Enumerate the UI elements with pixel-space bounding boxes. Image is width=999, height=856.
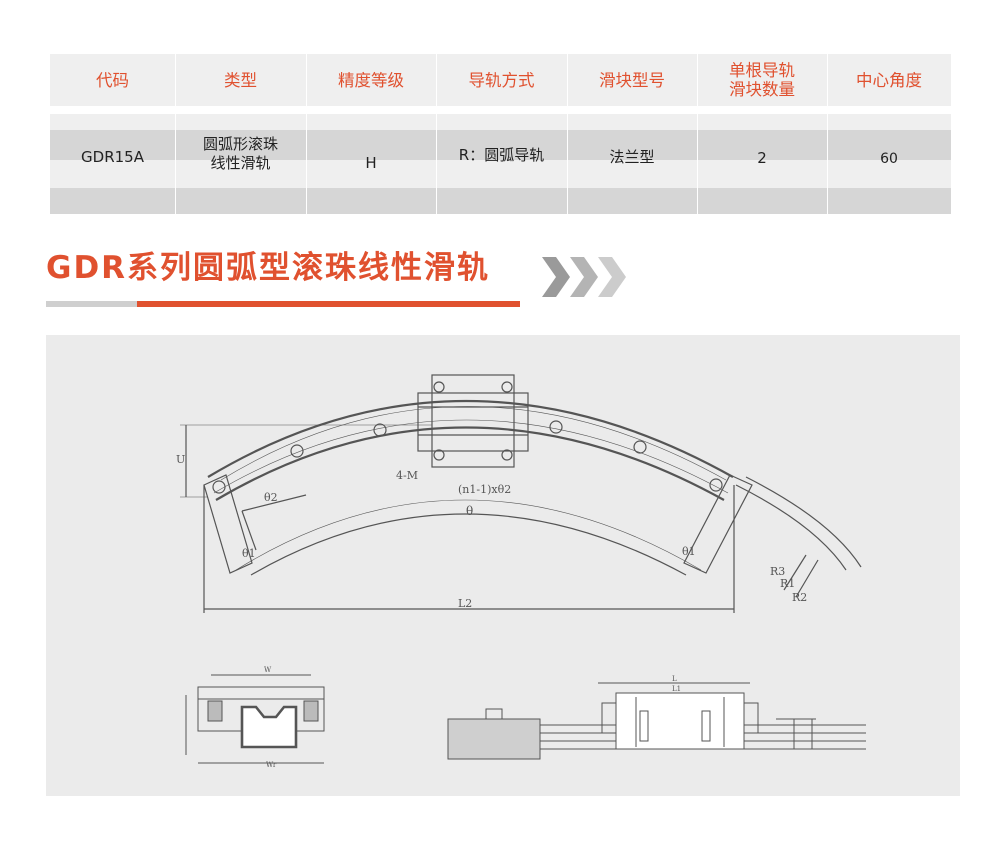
cell-type-line2: 线性滑轨 — [210, 154, 271, 172]
label-l1: L1 — [672, 685, 681, 693]
cell-block: 法兰型 — [567, 142, 697, 172]
label-l2: L2 — [458, 597, 472, 610]
table-divider — [567, 54, 568, 214]
label-r3: R3 — [770, 565, 785, 578]
table-header-band — [50, 54, 951, 106]
table-divider — [827, 54, 828, 214]
header-angle-text: 中心角度 — [856, 70, 922, 90]
spec-table: 代码 类型 精度等级 导轨方式 滑块型号 单根导轨 滑块数量 中心角度 GDR1… — [50, 54, 951, 214]
header-type-text: 类型 — [224, 70, 257, 90]
label-r1: R1 — [780, 577, 795, 590]
label-theta1-left: θ1 — [242, 547, 256, 560]
title-underline-red — [137, 301, 520, 307]
label-w: W — [264, 666, 272, 674]
table-spacer — [50, 106, 951, 114]
table-stripe — [50, 188, 951, 214]
header-angle: 中心角度 — [827, 54, 951, 106]
cell-grade: H — [306, 148, 436, 178]
header-code-text: 代码 — [96, 70, 129, 90]
header-count-line2: 滑块数量 — [729, 80, 795, 99]
table-stripe — [50, 160, 951, 188]
cell-rail: R：圆弧导轨 — [436, 140, 567, 170]
header-rail: 导轨方式 — [436, 54, 567, 106]
label-u: U — [176, 453, 185, 466]
header-count: 单根导轨 滑块数量 — [697, 54, 827, 106]
cell-count: 2 — [697, 143, 827, 173]
header-type: 类型 — [175, 54, 306, 106]
label-wr: Wr — [266, 761, 277, 769]
header-grade: 精度等级 — [306, 54, 436, 106]
drawing-panel: U (n1-1)xθ2 4-M θ θ2 θ1 θ1 L2 R3 R1 R2 W… — [46, 335, 960, 796]
table-divider — [697, 54, 698, 214]
label-theta2: θ2 — [264, 491, 278, 504]
cell-type: 圆弧形滚珠 线性滑轨 — [175, 134, 306, 174]
header-grade-text: 精度等级 — [338, 70, 404, 90]
header-count-line1: 单根导轨 — [729, 61, 795, 80]
label-holes: 4-M — [396, 469, 418, 482]
cell-grade-text: H — [365, 153, 377, 172]
section-title: GDR系列圆弧型滚珠线性滑轨 — [46, 249, 491, 286]
table-divider — [306, 54, 307, 214]
table-divider — [175, 54, 176, 214]
cell-type-line1: 圆弧形滚珠 — [202, 135, 278, 153]
header-block-text: 滑块型号 — [599, 70, 665, 90]
title-underline-grey — [46, 301, 144, 307]
cell-angle-text: 60 — [880, 150, 898, 167]
technical-drawing: U (n1-1)xθ2 4-M θ θ2 θ1 θ1 L2 R3 R1 R2 W… — [176, 374, 866, 769]
table-divider — [436, 54, 437, 214]
header-rail-text: 导轨方式 — [468, 70, 535, 90]
cell-rail-text: R：圆弧导轨 — [458, 145, 545, 164]
cell-code: GDR15A — [50, 142, 175, 172]
label-theta: θ — [466, 504, 473, 518]
label-theta1-right: θ1 — [682, 545, 696, 558]
label-r2: R2 — [792, 591, 807, 604]
header-block: 滑块型号 — [567, 54, 697, 106]
table-stripe — [50, 114, 951, 130]
label-l: L — [672, 675, 677, 683]
header-code: 代码 — [50, 54, 175, 106]
cell-angle: 60 — [827, 144, 951, 174]
table-stripe — [50, 130, 951, 160]
chevron-right-icon — [542, 257, 626, 297]
cell-code-text: GDR15A — [81, 147, 144, 166]
cell-block-text: 法兰型 — [609, 147, 655, 166]
cell-count-text: 2 — [757, 148, 767, 167]
label-pitch: (n1-1)xθ2 — [458, 483, 511, 496]
